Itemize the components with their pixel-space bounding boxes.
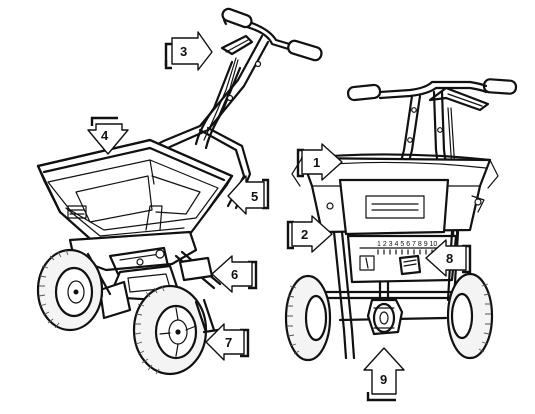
callout-1: 1 xyxy=(296,143,343,181)
callout-number-2: 2 xyxy=(301,227,308,242)
callout-6: 6 xyxy=(211,255,258,293)
handle-grip-left-rear xyxy=(346,83,382,102)
flow-rate-scale: 1 2 3 4 5 6 7 8 9 10 xyxy=(377,241,437,248)
callout-number-8: 8 xyxy=(446,251,453,266)
hopper-label-plate xyxy=(67,205,87,219)
wheel-rear-right-left xyxy=(284,274,332,362)
callout-number-5: 5 xyxy=(251,189,258,204)
wheel-rear-right-right xyxy=(446,272,494,360)
callout-2: 2 xyxy=(286,215,333,253)
callout-number-1: 1 xyxy=(313,155,320,170)
hopper-left xyxy=(36,138,234,246)
rear-label-plate xyxy=(365,195,425,219)
callout-4: 4 xyxy=(87,116,129,155)
handle-grip-right-rear xyxy=(482,78,518,95)
callout-8: 8 xyxy=(425,239,472,277)
spinner-rear xyxy=(366,280,404,336)
control-lever-rear xyxy=(428,86,490,112)
wheel-front-left xyxy=(132,284,208,376)
spreader-rear-view: 1 2 3 4 5 6 7 8 9 10 xyxy=(284,78,518,362)
handle-grip-right xyxy=(221,7,253,29)
stand-leg xyxy=(194,300,208,334)
callout-7: 7 xyxy=(205,323,250,361)
handle-right xyxy=(346,78,518,112)
callout-number-3: 3 xyxy=(180,44,187,59)
callout-9: 9 xyxy=(363,347,405,402)
callout-number-4: 4 xyxy=(101,128,109,143)
callout-number-7: 7 xyxy=(225,335,232,350)
wheel-rear-left xyxy=(36,248,104,332)
callout-5: 5 xyxy=(227,175,270,215)
callout-3: 3 xyxy=(164,31,213,71)
handle-grip-left xyxy=(287,39,323,62)
handle-left xyxy=(220,7,323,62)
callout-number-6: 6 xyxy=(231,267,238,282)
control-lever xyxy=(220,34,254,56)
callout-number-9: 9 xyxy=(380,372,387,387)
spreader-side-view xyxy=(36,7,323,376)
flow-rate-plate: 1 2 3 4 5 6 7 8 9 10 xyxy=(346,234,458,284)
